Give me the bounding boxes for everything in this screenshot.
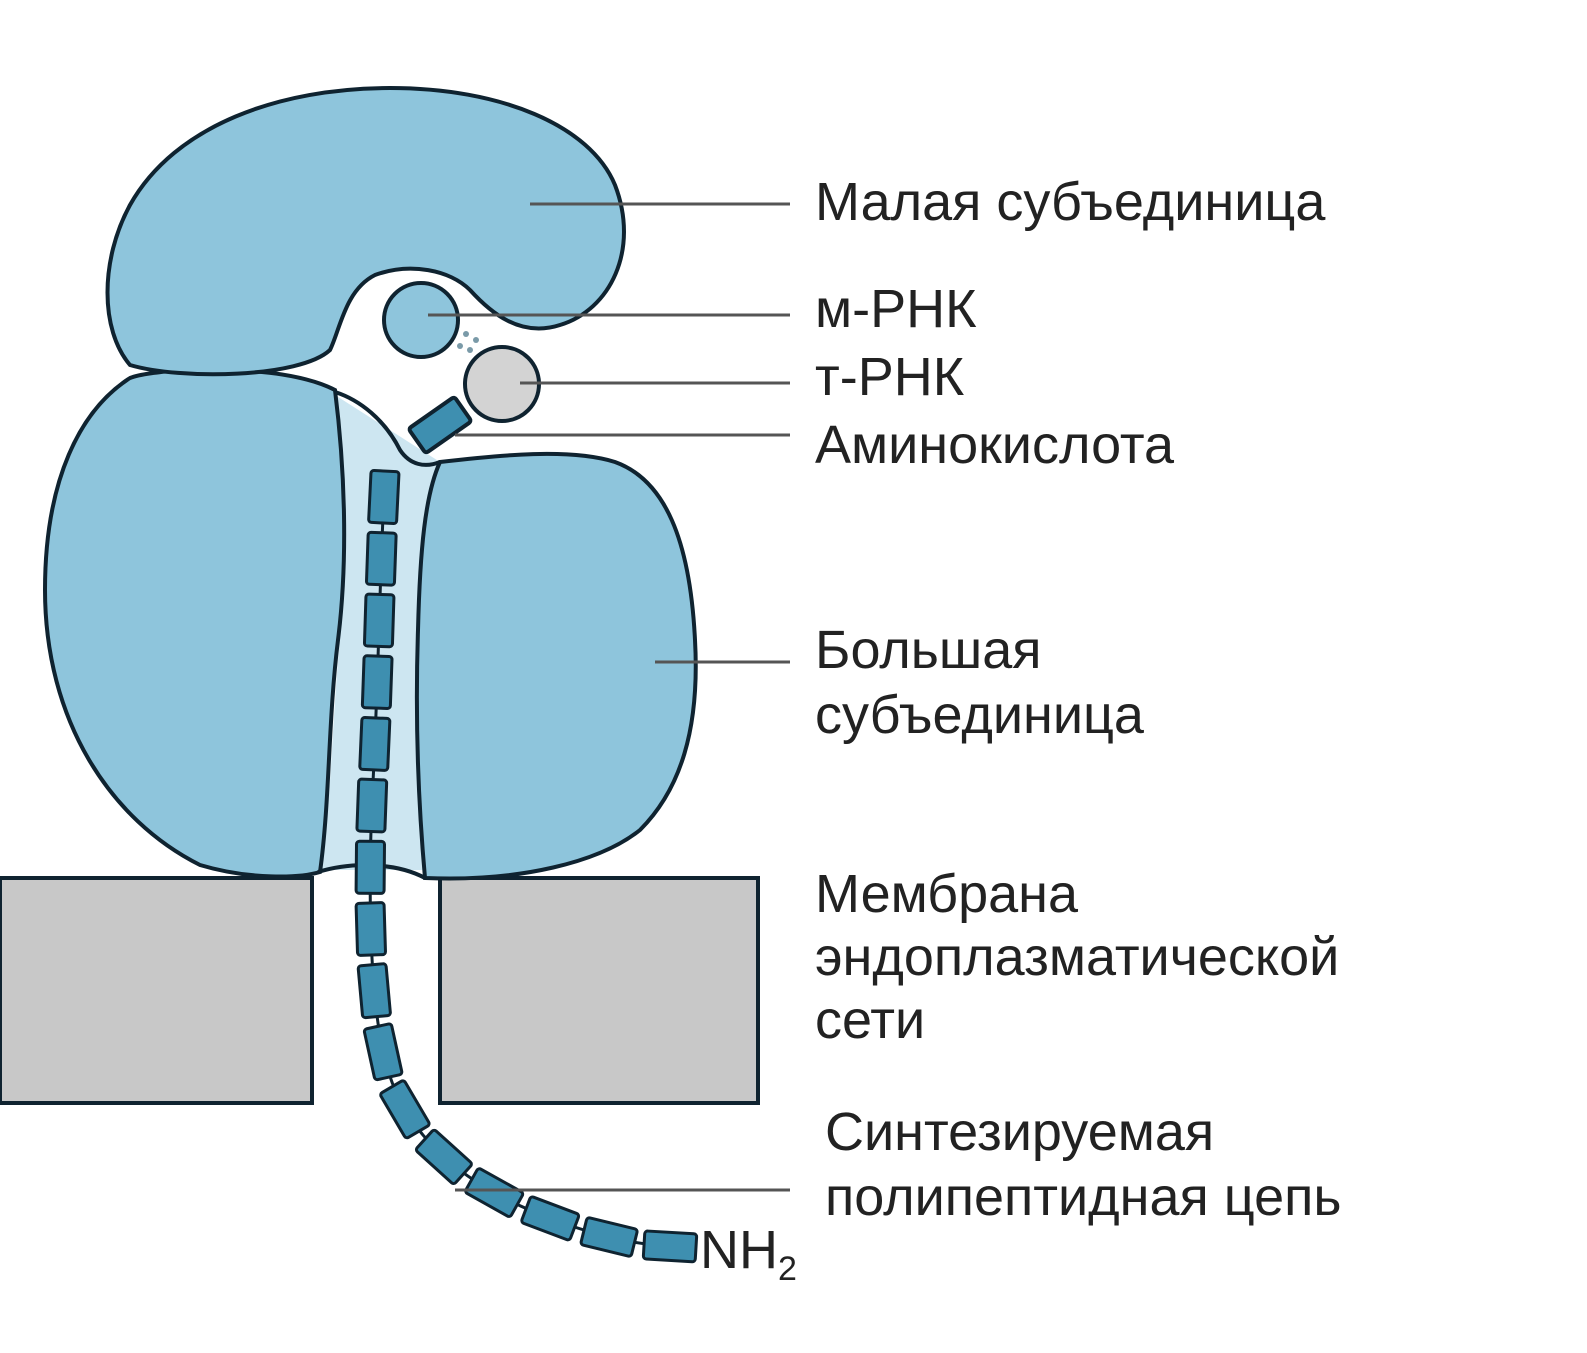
subunit-bridge <box>334 390 441 467</box>
amino-acid-residue <box>365 530 398 587</box>
terminus-subscript: 2 <box>778 1250 797 1288</box>
label-terminus: NH2 <box>700 1220 797 1288</box>
amino-acid-residue <box>520 1195 581 1242</box>
label-large-subunit-line1: Большая <box>815 620 1042 680</box>
small-subunit <box>105 85 626 377</box>
amino-acid-bead <box>407 395 473 455</box>
amino-acid-residue <box>641 1229 699 1264</box>
label-chain-line2: полипептидная цепь <box>825 1167 1342 1227</box>
amino-acid-residue <box>354 839 387 895</box>
label-membrane-line1: Мембрана <box>815 864 1079 924</box>
label-amino-acid: Аминокислота <box>815 415 1175 475</box>
large-subunit-left-lobe <box>42 367 347 879</box>
amino-acid-residue <box>354 901 387 957</box>
label-membrane-line3: сети <box>815 990 925 1050</box>
large-subunit-right-lobe <box>414 451 698 881</box>
membrane-block-right <box>438 876 760 1105</box>
polypeptide-chain <box>354 468 699 1264</box>
amino-acid-residue <box>414 1128 473 1185</box>
amino-acid-residue <box>360 654 394 710</box>
amino-acid-residue <box>362 592 396 649</box>
label-membrane-line2: эндоплазматической <box>815 927 1339 987</box>
terminus-text: NH <box>700 1220 778 1280</box>
amino-acid-residue <box>355 777 389 834</box>
mrna-circle <box>382 281 460 359</box>
label-large-subunit-line2: субъединица <box>815 685 1145 745</box>
amino-acid-residue <box>356 962 392 1020</box>
label-mrna: м-РНК <box>815 279 977 339</box>
amino-acid-residue <box>579 1216 639 1258</box>
amino-acid-residue <box>362 1022 404 1082</box>
amino-acid-residue <box>358 715 392 772</box>
label-trna: т-РНК <box>815 347 965 407</box>
label-small-subunit: Малая субъединица <box>815 172 1326 232</box>
pairing-dots <box>457 331 479 353</box>
membrane-block-left <box>0 876 314 1105</box>
label-chain-line1: Синтезируемая <box>825 1102 1214 1162</box>
amino-acid-residue <box>379 1079 431 1140</box>
amino-acid-residue <box>464 1167 525 1218</box>
labels: Малая субъединица м-РНК т-РНК Аминокисло… <box>700 172 1342 1288</box>
leader-lines <box>428 202 790 1192</box>
er-membrane <box>0 876 760 1105</box>
amino-acid-residue <box>367 468 401 526</box>
